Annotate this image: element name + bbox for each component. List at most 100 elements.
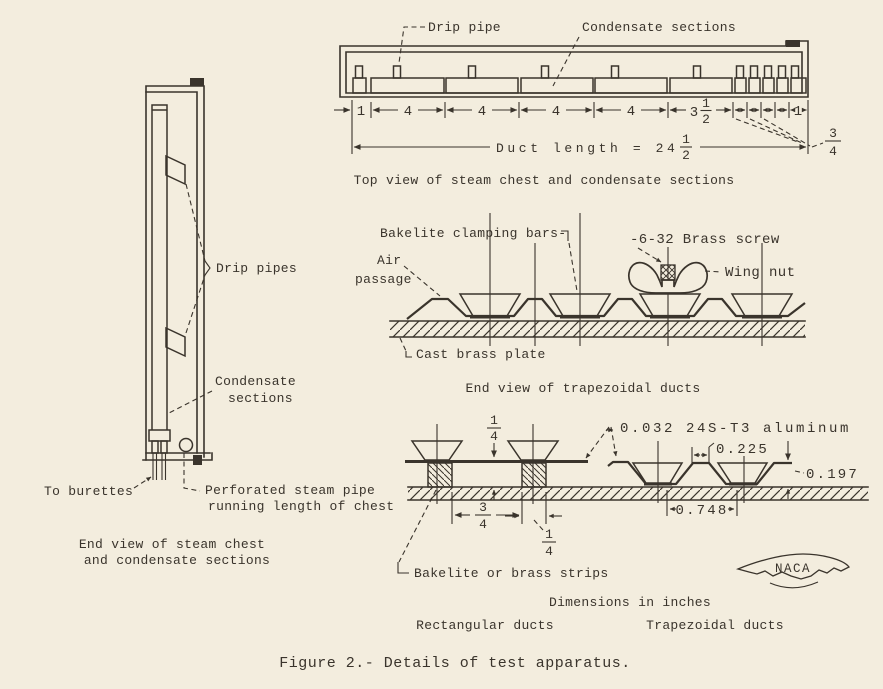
dim-3half-fraction: 1 2 (700, 96, 712, 127)
cast-plate-elbow (405, 351, 412, 358)
aluminum-leader-left (585, 426, 610, 459)
naca-logo-underline (769, 581, 819, 589)
dim-trap-base: 0.748 (666, 490, 738, 519)
formed-aluminum-sheet (406, 297, 806, 320)
dim-3-whole: 3 (690, 105, 698, 121)
dim-4-b: 4 (478, 104, 486, 120)
rectangular-ducts-caption: Rectangular ducts (416, 618, 554, 633)
spacer-strip-right (521, 462, 547, 488)
naca-wings-icon (735, 553, 850, 580)
drip-pipe-stubs (354, 65, 800, 79)
dim-sheet-height: 0.197 (785, 441, 859, 499)
condensate-label-line1: Condensate (215, 374, 296, 389)
drip-pipe-lower (165, 326, 186, 358)
cast-brass-plate-label: Cast brass plate (416, 347, 546, 362)
base-plate-edges (407, 486, 869, 501)
steam-pipe-circle (178, 437, 194, 453)
clamping-bars-elbow (561, 230, 569, 241)
air-passage-label-line2: passage (355, 272, 412, 287)
condensate-section-boxes (352, 77, 807, 94)
dim-4-d: 4 (627, 104, 635, 120)
fraction-denominator: 4 (490, 429, 498, 444)
rectangular-ducts-drawing: 1 4 3 4 1 4 Bakelite or brass strips (397, 413, 608, 581)
dim-trap-top: 0.225 (691, 442, 769, 463)
chest-end-caption-line1: End view of steam chest (79, 537, 265, 552)
condensate-leader (552, 36, 580, 87)
aluminum-leader-right (610, 426, 618, 457)
top-view-drawing: 1 4 4 4 4 3 1 2 1 Duct length = 24 1 2 3 (334, 20, 841, 188)
drip-leader-junction (204, 260, 211, 276)
bakelite-clamping-bars (458, 293, 794, 319)
spacer-strip-left (427, 462, 453, 488)
clamping-bars-label: Bakelite clamping bars- (380, 226, 566, 241)
fraction-numerator: 3 (829, 126, 837, 141)
trapezoidal-end-view-drawing: Bakelite clamping bars- Air passage -6-3… (355, 213, 806, 396)
duct-length-label: Duct length = 24 (496, 141, 678, 156)
bottom-fitting (193, 455, 202, 465)
fraction-denominator: 4 (479, 517, 487, 532)
dimensions-note: Dimensions in inches (549, 595, 711, 610)
brass-screw (660, 264, 676, 281)
wing-nut-label: Wing nut (725, 265, 795, 281)
strips-label: Bakelite or brass strips (414, 566, 608, 581)
to-burettes-label: To burettes (44, 484, 133, 499)
small-segment-leaders (735, 118, 824, 148)
drip-pipe-leader (398, 26, 425, 64)
base-plate (408, 487, 868, 500)
formed-aluminum-sheet (607, 460, 792, 486)
dim-4-c: 4 (552, 104, 560, 120)
duct-length-dimension: Duct length = 24 1 2 (353, 132, 807, 163)
drip-leader-lower (185, 274, 206, 334)
drip-pipes-label: Drip pipes (216, 261, 297, 276)
drip-leader-upper (185, 183, 206, 262)
dim-three-quarter-fraction: 3 4 (825, 126, 841, 159)
burette-pipes (152, 453, 167, 480)
trapezoidal-ducts-drawing: 0.225 0.197 0.748 0.032 24S-T3 aluminum (407, 421, 869, 519)
condensate-channel (148, 104, 171, 454)
chest-inner-outline (345, 51, 803, 94)
naca-logo-text: NACA (775, 562, 811, 576)
aluminum-label: 0.032 24S-T3 aluminum (620, 421, 851, 437)
clamping-bar-right (506, 440, 560, 461)
cast-brass-plate (390, 321, 805, 337)
trap-end-view-caption: End view of trapezoidal ducts (466, 381, 701, 396)
chest-end-caption-line2: and condensate sections (84, 553, 270, 568)
clamping-bars-leader (568, 242, 578, 292)
steam-pipe-leader (183, 453, 201, 492)
top-view-caption: Top view of steam chest and condensate s… (354, 173, 735, 188)
fraction-numerator: 1 (682, 132, 690, 147)
top-fitting (190, 78, 204, 86)
fraction-denominator: 4 (545, 544, 553, 559)
chest-body-outline (142, 85, 213, 461)
dim-1-right: 1 (794, 104, 802, 120)
fraction-numerator: 1 (490, 413, 498, 428)
fraction-numerator: 3 (479, 500, 487, 515)
steam-pipe-label-line1: Perforated steam pipe (205, 483, 375, 498)
fraction-denominator: 2 (682, 148, 690, 163)
drip-pipe-upper (165, 154, 186, 186)
wing-nut-leader (704, 270, 723, 273)
brass-screw-label: -6-32 Brass screw (630, 232, 780, 248)
trapezoidal-ducts-caption: Trapezoidal ducts (646, 618, 784, 633)
condensate-leader (166, 390, 213, 415)
dim-4-a: 4 (404, 104, 412, 120)
dim-trap-base-value: 0.748 (675, 503, 728, 519)
cast-plate-leader (399, 337, 407, 352)
chest-outer-outline (339, 40, 809, 98)
dim-trap-top-value: 0.225 (716, 442, 769, 458)
screw-centerlines (489, 213, 763, 346)
to-burettes-leader (133, 476, 152, 489)
drip-pipe-label: Drip pipe (428, 20, 501, 35)
fraction-numerator: 1 (702, 96, 710, 111)
strips-elbow (397, 562, 409, 574)
fraction-numerator: 1 (545, 527, 553, 542)
chest-end-view-drawing: Drip pipes Condensate sections To burett… (44, 78, 394, 568)
air-passage-label-line1: Air (377, 253, 401, 268)
naca-logo: NACA (735, 553, 850, 589)
brass-screw-leader (637, 247, 662, 263)
dim-sheet-height-value: 0.197 (806, 467, 859, 483)
condensate-label-line2: sections (228, 391, 293, 406)
fraction-denominator: 4 (829, 144, 837, 159)
chest-end-fitting (786, 40, 800, 47)
